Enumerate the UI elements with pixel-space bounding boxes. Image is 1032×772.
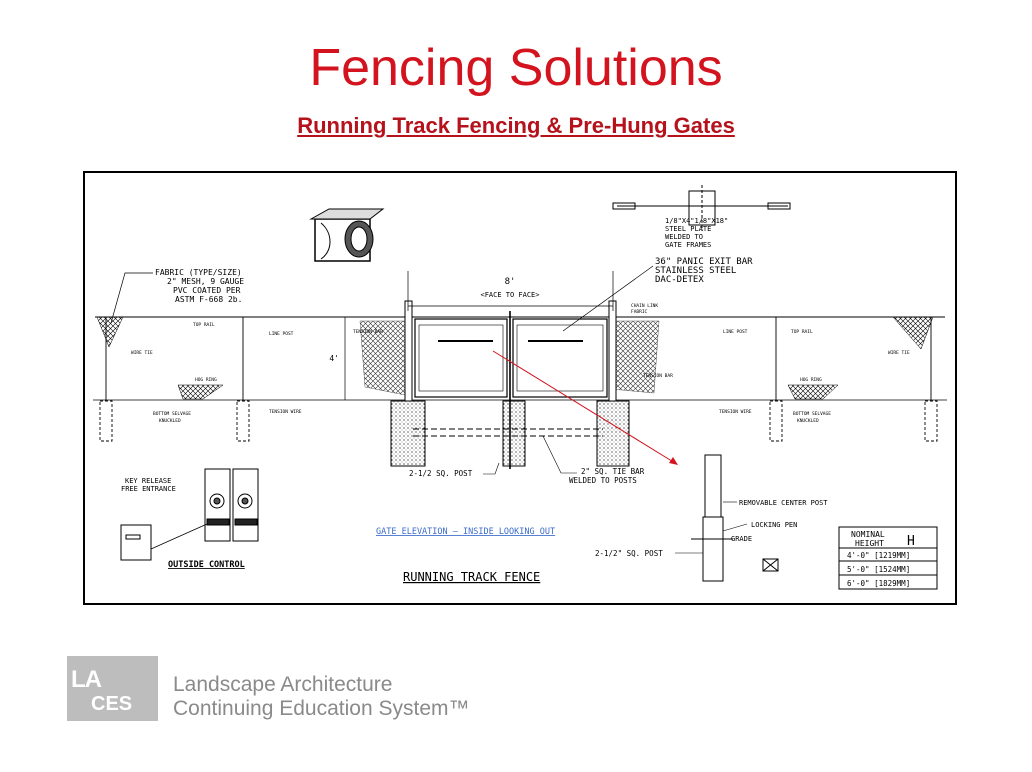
- org-name-line-1: Landscape Architecture: [173, 673, 393, 696]
- gate-post-label: 2-1/2 SQ. POST: [409, 469, 473, 478]
- callout-hog-ring-right: HOG RING: [800, 377, 822, 383]
- table-header-nominal: NOMINAL: [851, 530, 885, 539]
- fence-drawing-svg: 8' <FACE TO FACE> 4' 1/8"X4"1/8"X18" STE…: [83, 171, 957, 605]
- callout-tension-wire-left: TENSION WIRE: [269, 409, 302, 415]
- fabric-label-4: ASTM F-668 2b.: [175, 295, 242, 304]
- mesh-patch-right-gate: [610, 320, 660, 394]
- steel-plate-detail: [612, 185, 791, 231]
- callout-bottom-selvage-left: BOTTOM SELVAGE: [153, 411, 191, 417]
- panic-label-2: STAINLESS STEEL: [655, 266, 736, 276]
- callout-wire-tie-left: WIRE TIE: [131, 350, 153, 356]
- table-row-4ft: 4'-0" [1219MM]: [847, 551, 910, 560]
- small-callouts: TOP RAIL LINE POST TENSION BAR WIRE TIE …: [131, 303, 910, 424]
- callout-wire-tie-right: WIRE TIE: [888, 350, 910, 356]
- callout-fabric: FABRIC: [631, 309, 648, 315]
- fabric-label-2: 2" MESH, 9 GAUGE: [167, 277, 244, 286]
- table-header-height: HEIGHT: [855, 539, 884, 548]
- panic-label-3: DAC-DETEX: [655, 275, 704, 285]
- table-row-6ft: 6'-0" [1829MM]: [847, 579, 910, 588]
- callout-tension-wire-right: TENSION WIRE: [719, 409, 752, 415]
- mesh-patch-right: [892, 316, 934, 350]
- removable-post-label: REMOVABLE CENTER POST: [739, 499, 828, 507]
- grade-label: GRADE: [731, 535, 752, 543]
- panic-leader: [562, 265, 654, 332]
- locking-pin-label: LOCKING PEN: [751, 521, 797, 529]
- gate-frames: [414, 311, 608, 469]
- tie-bar-label-2: WELDED TO POSTS: [569, 476, 637, 485]
- table-header-h: H: [907, 534, 915, 549]
- mesh-patch-left-bottom: [177, 384, 224, 400]
- outside-control-hardware: [120, 468, 259, 561]
- height-table: [838, 526, 938, 590]
- key-release-label-2: FREE ENTRANCE: [121, 485, 176, 493]
- logo-la: LA: [71, 666, 102, 693]
- org-name-line-2: Continuing Education System™: [173, 697, 470, 720]
- plate-label-1: 1/8"X4"1/8"X18": [665, 217, 728, 225]
- mesh-patch-right-bottom: [787, 384, 839, 400]
- callout-line-post-left: LINE POST: [269, 331, 294, 337]
- table-row-5ft: 5'-0" [1524MM]: [847, 565, 910, 574]
- plate-label-3: WELDED TO: [665, 233, 703, 241]
- red-arrow: [492, 350, 676, 464]
- gate-elevation-label: GATE ELEVATION – INSIDE LOOKING OUT: [376, 527, 555, 537]
- fence-drawing: 8' <FACE TO FACE> 4' 1/8"X4"1/8"X18" STE…: [83, 171, 957, 605]
- slide-title: Fencing Solutions: [309, 39, 723, 97]
- slide-subtitle: Running Track Fencing & Pre-Hung Gates: [297, 113, 735, 138]
- line-posts: [99, 317, 938, 442]
- panic-label-1: 36" PANIC EXIT BAR: [655, 257, 753, 267]
- drawing-title: RUNNING TRACK FENCE: [403, 570, 540, 584]
- tie-bar-label-1: 2" SQ. TIE BAR: [581, 467, 645, 476]
- callout-tension-bar-right: TENSION BAR: [643, 373, 673, 379]
- fabric-label-3: PVC COATED PER: [173, 286, 241, 295]
- callout-top-rail-right: TOP RAIL: [791, 329, 813, 335]
- face-to-face-label: <FACE TO FACE>: [480, 291, 539, 299]
- callout-tension-bar-left: TENSION BAR: [353, 329, 383, 335]
- callout-line-post-right: LINE POST: [723, 329, 748, 335]
- outside-control-label: OUTSIDE CONTROL: [168, 560, 245, 570]
- hinge-detail: [309, 208, 385, 262]
- callout-knuckled-right: KNUCKLED: [797, 418, 819, 424]
- plate-label-2: STEEL PLATE: [665, 225, 711, 233]
- removable-post-detail: [691, 454, 779, 582]
- callout-knuckled-left: KNUCKLED: [159, 418, 181, 424]
- gate-posts: [390, 300, 630, 467]
- callout-top-rail-left: TOP RAIL: [193, 322, 215, 328]
- center-post-label: 2-1/2" SQ. POST: [595, 549, 663, 558]
- laces-logo-mark: LA CES: [67, 656, 158, 721]
- width-dimension: 8': [505, 277, 516, 287]
- mesh-patch-left: [96, 316, 124, 348]
- callout-bottom-selvage-right: BOTTOM SELVAGE: [793, 411, 831, 417]
- height-dimension: 4': [329, 354, 339, 363]
- logo-ces: CES: [91, 693, 133, 715]
- callout-hog-ring-left: HOG RING: [195, 377, 217, 383]
- plate-label-4: GATE FRAMES: [665, 241, 711, 249]
- key-release-label-1: KEY RELEASE: [125, 477, 171, 485]
- callout-chain-link: CHAIN LINK: [631, 303, 658, 309]
- fabric-label-1: FABRIC (TYPE/SIZE): [155, 268, 242, 277]
